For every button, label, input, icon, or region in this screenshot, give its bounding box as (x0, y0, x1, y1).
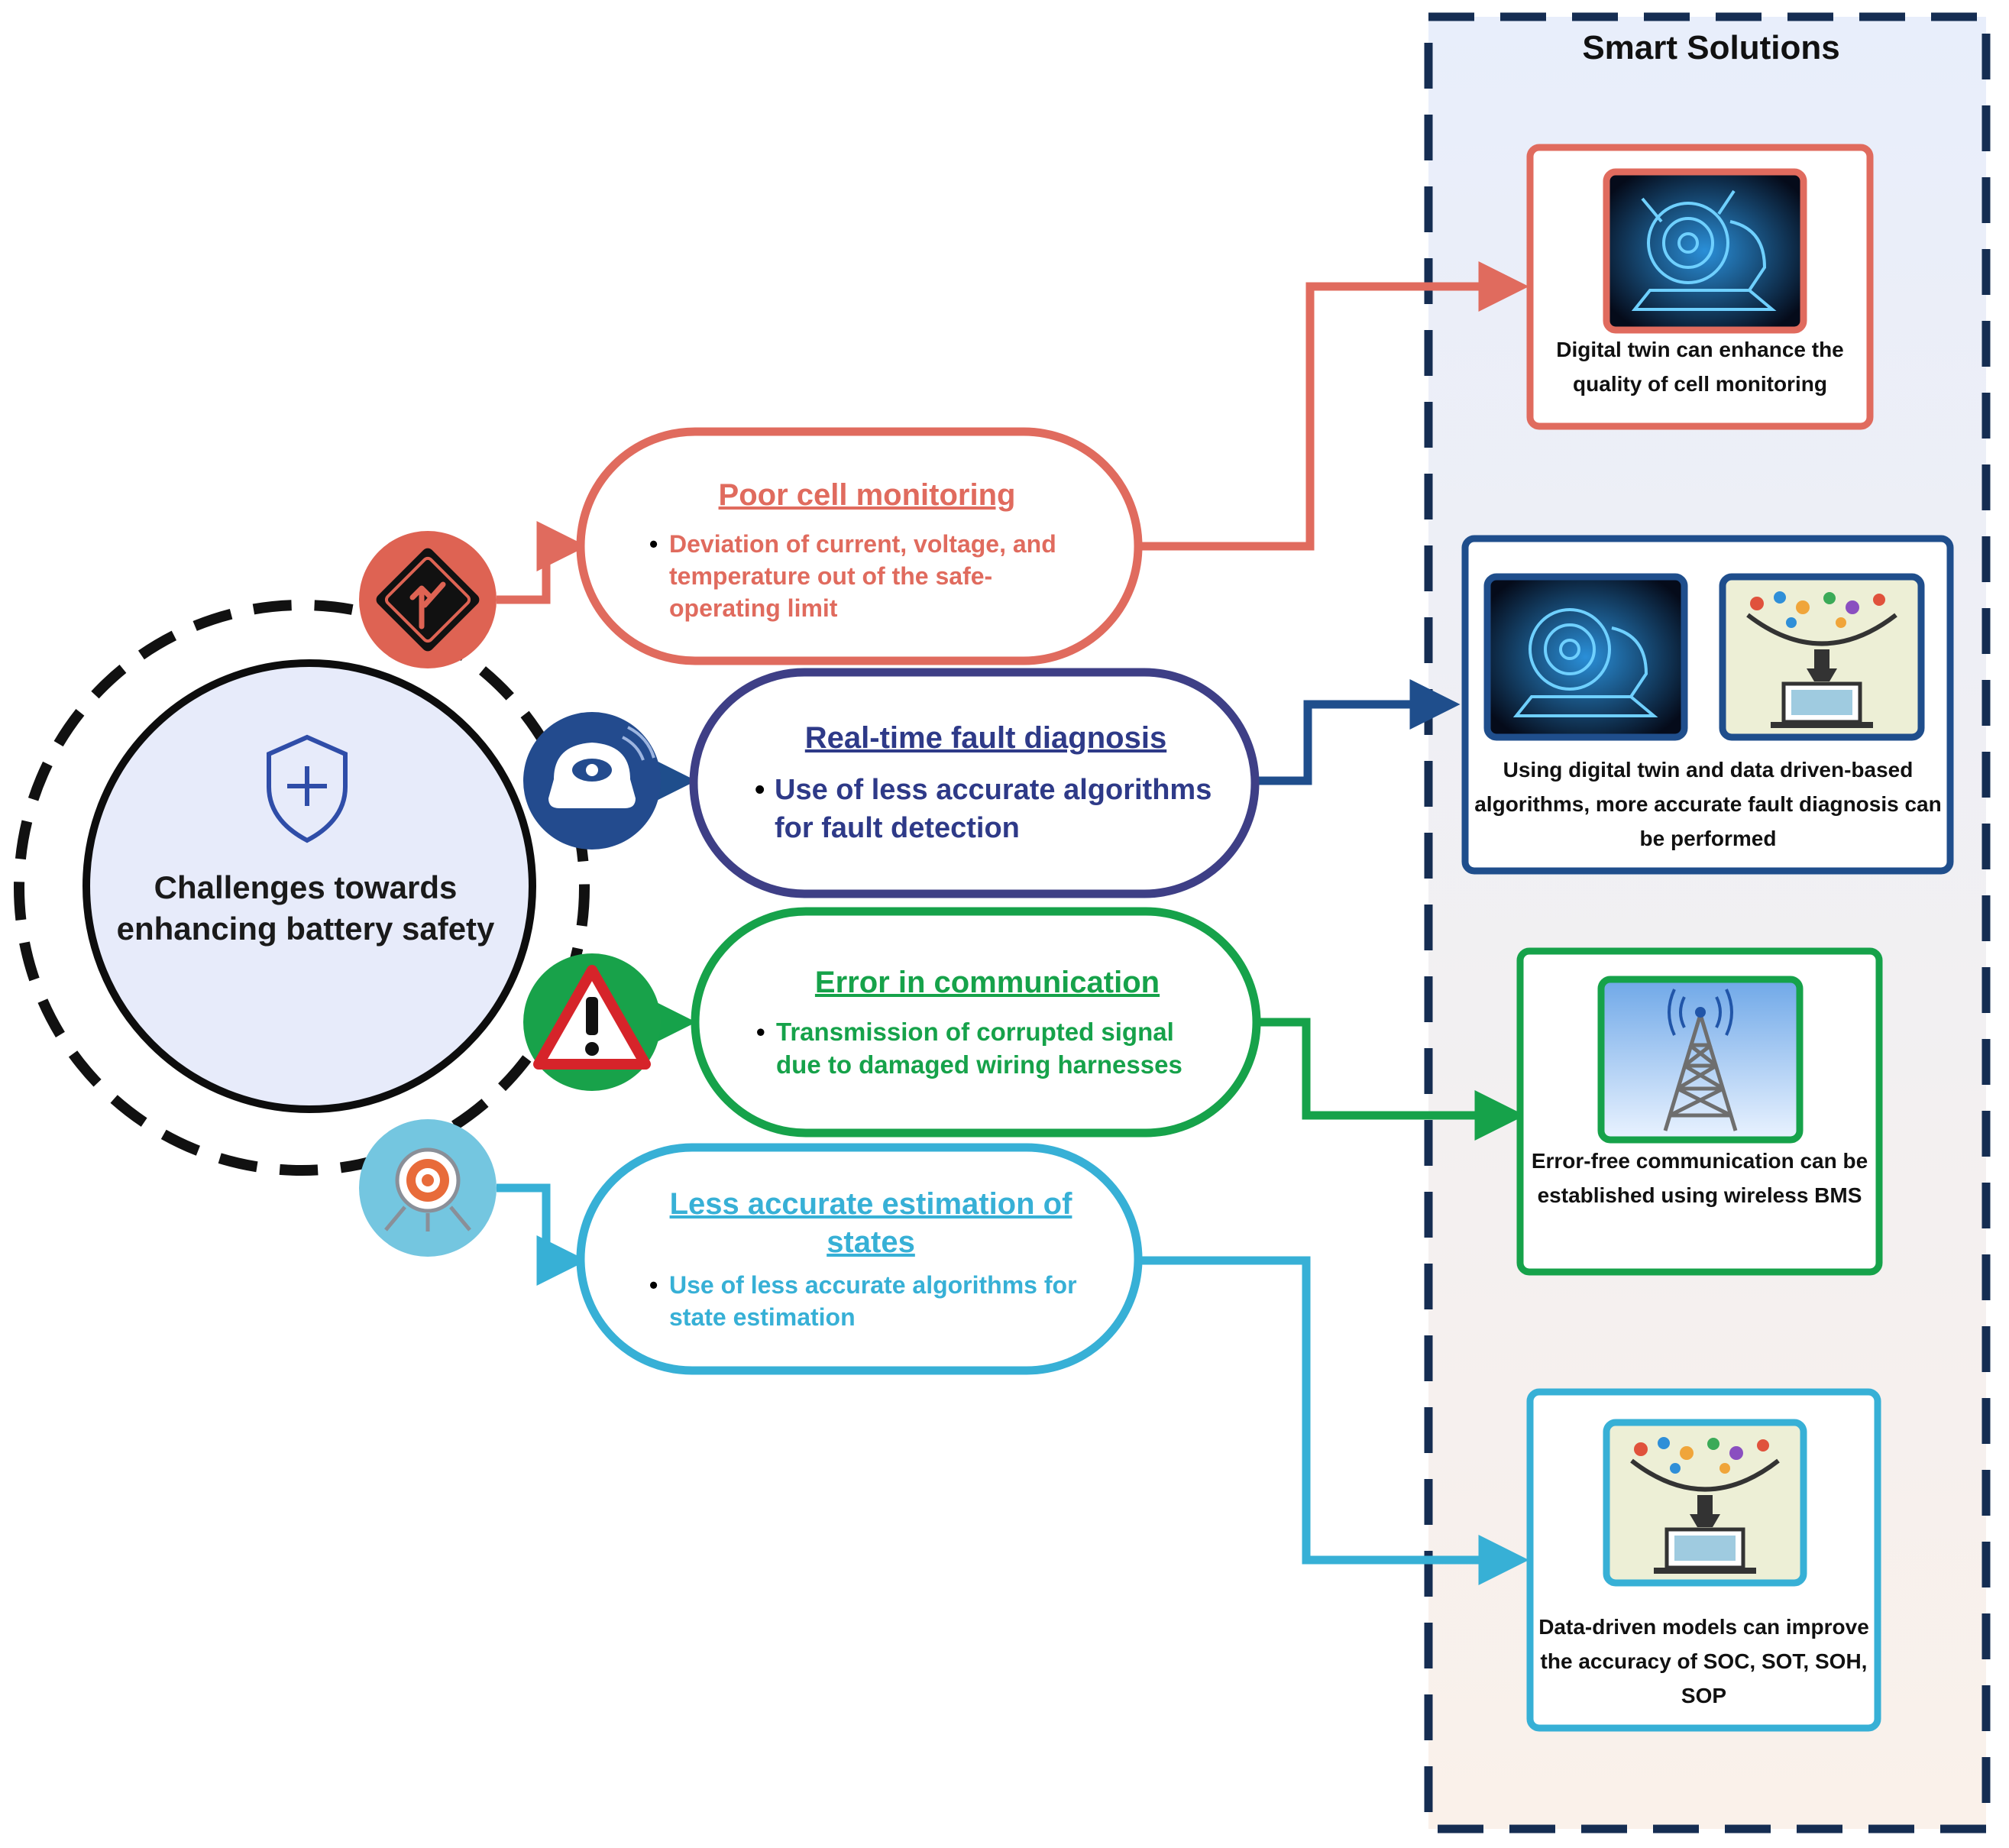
solution-caption-fault-diagnosis: Using digital twin and data driven-based… (1474, 758, 1942, 850)
connector-estimation-in (497, 1183, 587, 1286)
connector-estimation-out (1138, 1256, 1529, 1585)
center-circle (82, 659, 536, 1113)
challenge-title: Poor cell monitoring (718, 478, 1016, 512)
challenge-title: Less accurate estimation of states (669, 1187, 1072, 1259)
challenge-poor-cell-monitoring: Poor cell monitoring Deviation of curren… (581, 432, 1138, 661)
outer-dashed-ring (14, 600, 590, 1176)
challenge-bullet: Deviation of current, voltage, and tempe… (649, 528, 1085, 624)
connector-fault-out (1257, 679, 1461, 785)
panel-title: Smart Solutions (1582, 29, 1840, 66)
digital-twin-icon (1483, 573, 1688, 741)
solution-caption-communication: Error-free communication can be establis… (1531, 1149, 1868, 1207)
challenge-error-in-communication: Error in communication Transmission of c… (695, 911, 1257, 1133)
connector-communication-out (1257, 1018, 1525, 1141)
camera-eye-icon (523, 712, 661, 850)
challenge-bullet: Use of less accurate algorithms for stat… (649, 1269, 1092, 1333)
wireless-tower-icon (1597, 976, 1804, 1144)
target-icon (359, 1119, 497, 1257)
solution-caption-cell-monitoring: Digital twin can enhance the quality of … (1556, 338, 1844, 396)
warning-triangle-icon (523, 953, 661, 1091)
challenge-bullet: Use of less accurate algorithms for faul… (755, 771, 1217, 847)
road-merge-sign-icon (359, 531, 497, 668)
connector-poor-cell-in (497, 521, 587, 604)
challenge-title: Real-time fault diagnosis (804, 721, 1167, 755)
challenge-title: Error in communication (814, 966, 1160, 999)
challenge-real-time-fault-diagnosis: Real-time fault diagnosis Use of less ac… (694, 672, 1255, 894)
data-funnel-laptop-icon (1603, 1419, 1807, 1587)
challenge-less-accurate-estimation: Less accurate estimation of states Use o… (581, 1147, 1138, 1371)
solution-caption-state-estimation: Data-driven models can improve the accur… (1538, 1615, 1869, 1707)
shield-plus-icon (267, 734, 348, 843)
digital-twin-icon (1603, 168, 1807, 334)
data-funnel-laptop-icon (1719, 573, 1925, 741)
connector-poor-cell-out (1138, 261, 1529, 551)
center-title: Challenges towards enhancing battery saf… (116, 869, 495, 947)
challenge-bullet: Transmission of corrupted signal due to … (756, 1015, 1218, 1081)
